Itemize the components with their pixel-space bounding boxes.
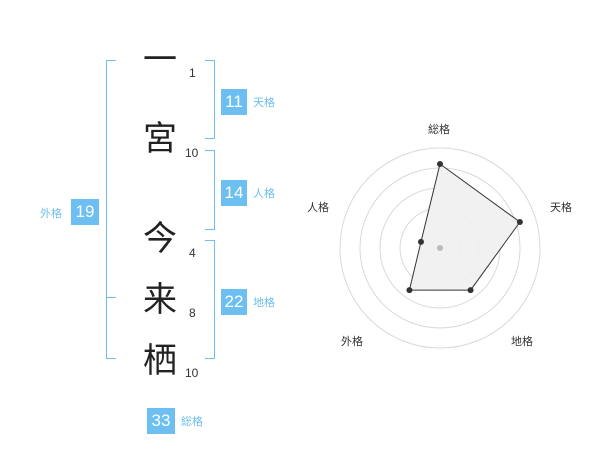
jinkaku-value-badge: 14: [221, 180, 247, 206]
radar-axis-label-jinkaku: 人格: [307, 201, 329, 214]
name-char-5: 栖: [143, 341, 177, 381]
radar-axis-label-chikaku: 地格: [511, 335, 533, 348]
soukaku-label: 総格: [181, 415, 203, 428]
gaikaku-label: 外格: [40, 207, 62, 220]
radar-axis-label-tenkaku: 天格: [550, 201, 572, 214]
radar-point-0: [437, 161, 443, 167]
tenkaku-label: 天格: [253, 96, 275, 109]
radar-axis-label-gaikaku: 外格: [341, 335, 363, 348]
gaikaku-bracket: [106, 60, 116, 359]
radar-point-3: [406, 287, 413, 294]
gaikaku-value-badge: 19: [71, 199, 99, 225]
name-char-4: 来: [143, 280, 177, 320]
soukaku-value-badge: 33: [147, 408, 175, 434]
tenkaku-value-badge: 11: [221, 89, 247, 115]
radar-value-polygon: [408, 163, 521, 291]
stroke-count-2: 10: [185, 146, 199, 160]
radar-axis-label-soukaku: 総格: [428, 123, 450, 136]
jinkaku-bracket: [205, 150, 215, 230]
stroke-count-5: 10: [185, 366, 199, 380]
gaikaku-bracket-tick: [106, 297, 116, 298]
chikaku-bracket: [205, 240, 215, 359]
stroke-count-4: 8: [189, 306, 196, 320]
jinkaku-label: 人格: [253, 187, 275, 200]
radar-ring: [339, 147, 541, 349]
radar-point-1: [516, 219, 523, 226]
chikaku-value-badge: 22: [221, 289, 247, 315]
name-char-3: 今: [143, 219, 177, 259]
chikaku-label: 地格: [253, 296, 275, 309]
name-char-2: 宮: [143, 119, 177, 159]
radar-point-4: [417, 238, 424, 245]
name-char-1: 一: [143, 40, 177, 80]
radar-point-2: [467, 287, 474, 294]
stroke-count-1: 1: [189, 66, 196, 80]
tenkaku-bracket: [205, 60, 215, 139]
radar-center-dot: [437, 245, 443, 251]
stroke-count-3: 4: [189, 246, 196, 260]
